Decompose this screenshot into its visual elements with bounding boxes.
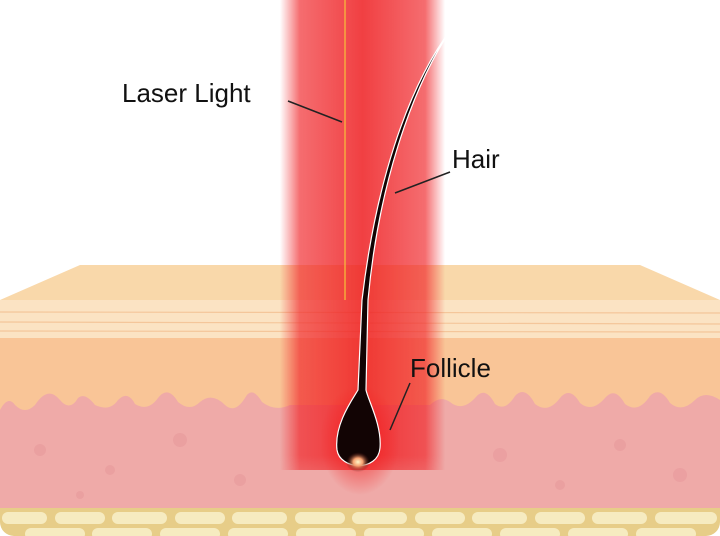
label-hair: Hair xyxy=(452,144,500,174)
label-laser-light: Laser Light xyxy=(122,78,251,108)
label-follicle: Follicle xyxy=(410,353,491,383)
laser-leader xyxy=(287,100,343,123)
fat-cells xyxy=(2,512,717,536)
follicle-glow xyxy=(346,452,370,472)
follicle-leader xyxy=(389,382,411,431)
hair-leader xyxy=(394,171,451,194)
